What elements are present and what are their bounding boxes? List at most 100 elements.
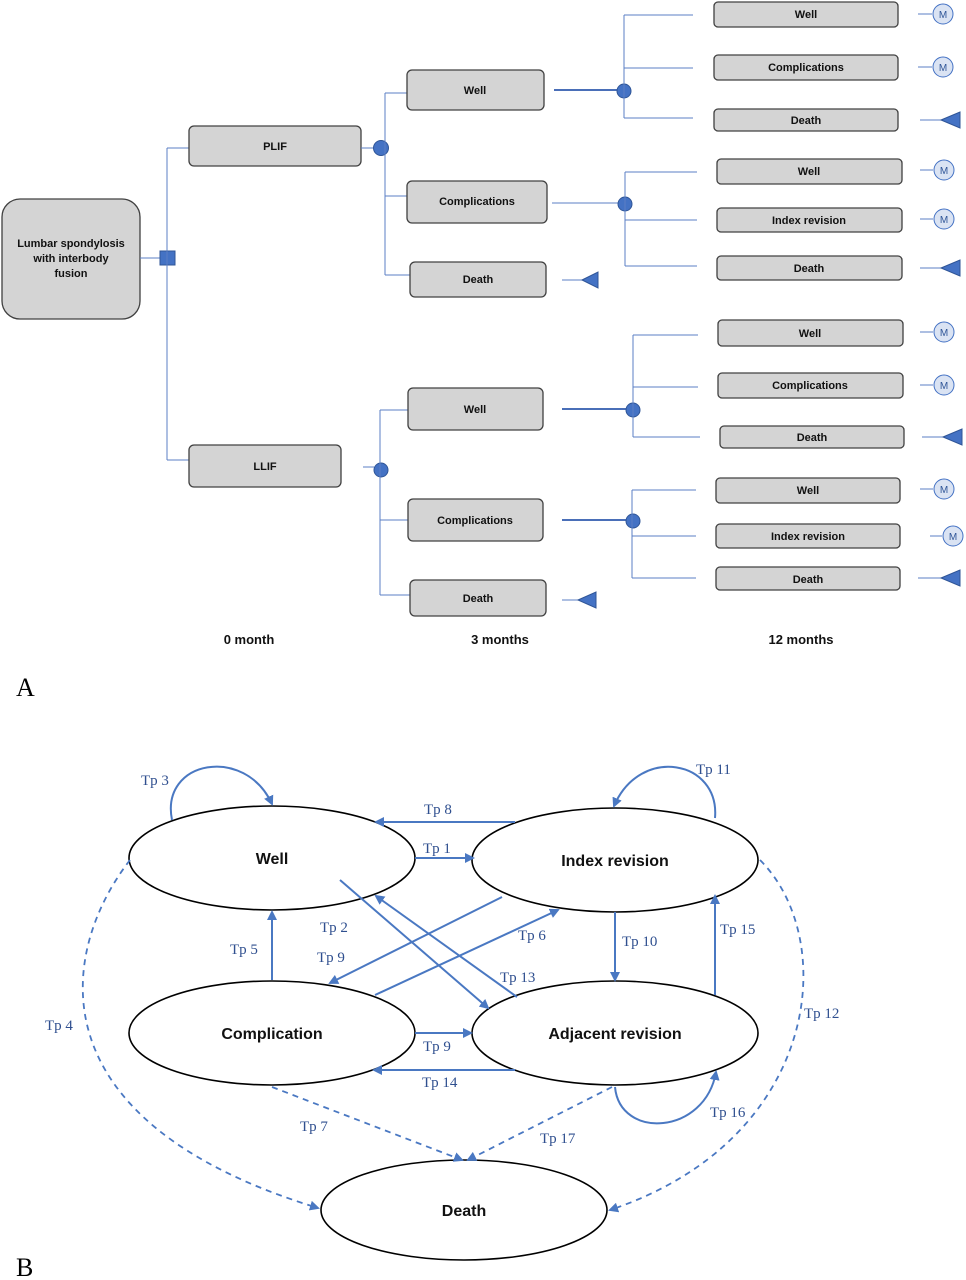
plif-3m-complications-label: Complications [439,196,515,208]
markov-symbol: M [949,532,957,543]
llif-3m-well-label: Well [464,404,486,416]
root-label-line3: fusion [55,268,88,280]
arrow-tp11 [612,765,717,819]
decision-tree-panel: Lumbar spondylosis with interbody fusion… [1,1,964,702]
outcome-box [713,54,899,81]
outcome-box [716,158,903,185]
outcome-label: Death [791,115,822,127]
strategy-llif [188,444,342,488]
outcome-label: Well [795,9,817,21]
terminal-node [939,259,961,277]
arrow-tp17 [466,1086,613,1161]
outcome-label: Complications [768,62,844,74]
time-label-3m: 3 months [471,632,529,647]
tp-label: Tp 16 [710,1105,746,1121]
outcome-label: Index revision [772,215,846,227]
llif-3m-complications-label: Complications [437,515,513,527]
markov-node [933,321,955,343]
strategy-plif [188,125,362,167]
arrow-tp2 [339,879,490,1010]
tp-label: Tp 17 [540,1131,576,1147]
markov-node [932,3,954,25]
root-label-line2: with interbody [32,253,109,265]
markov-symbol: M [939,63,947,74]
arrow-tp4 [82,859,320,1211]
markov-state-panel: Well Index revision Complication Adjacen… [16,762,839,1280]
root-node [1,198,141,320]
markov-node [933,159,955,181]
llif-3m-complications [407,498,544,542]
state-death-label: Death [442,1203,486,1220]
outcome-box [717,319,904,347]
tp-label: Tp 2 [320,920,348,936]
tp-label: Tp 13 [500,970,535,986]
terminal-node [576,591,597,609]
tp-label: Tp 10 [622,934,657,950]
plif-3m-death [409,261,547,298]
tp-label: Tp 11 [696,762,731,778]
markov-symbol: M [940,328,948,339]
outcome-label: Death [797,432,828,444]
outcome-label: Complications [772,380,848,392]
terminal-node [580,271,599,289]
outcome-box [716,207,903,233]
chance-node [373,140,389,156]
tp-label: Tp 4 [45,1018,73,1034]
outcome-label: Well [799,328,821,340]
outcome-label: Well [798,166,820,178]
plif-3m-complications [406,180,548,224]
markov-node [933,374,955,396]
markov-symbol: M [940,215,948,226]
arrow-tp12 [608,859,805,1213]
tp-label: Tp 8 [424,802,452,818]
markov-node [942,525,964,547]
terminal-node [939,569,961,587]
markov-symbol: M [940,166,948,177]
state-adjacent-revision-label: Adjacent revision [548,1026,681,1043]
outcome-box [719,425,905,449]
panel-b-letter: B [16,1253,33,1280]
state-death [320,1159,608,1261]
panel-a-letter: A [16,673,35,702]
tp-label: Tp 5 [230,942,258,958]
arrow-tp16 [614,1070,720,1125]
outcome-box [715,477,901,504]
arrow-tp13 [374,894,518,998]
state-well-label: Well [256,851,289,868]
markov-symbol: M [939,10,947,21]
state-index-revision-label: Index revision [561,853,669,870]
markov-node [933,208,955,230]
outcome-box [716,255,903,281]
tp-label: Tp 3 [141,773,169,789]
tp-label: Tp 7 [300,1119,328,1135]
state-complication-label: Complication [221,1026,322,1043]
strategy-llif-label: LLIF [253,461,276,473]
tp-label: Tp 6 [518,928,546,944]
chance-node [625,513,641,529]
arrow-tp6 [374,908,560,996]
terminal-node [941,428,963,446]
tp-label: Tp 14 [422,1075,458,1091]
outcome-box [715,523,901,549]
time-label-0m: 0 month [224,632,275,647]
time-label-12m: 12 months [768,632,833,647]
tp-label: Tp 9 [317,950,345,966]
llif-3m-death [409,579,547,617]
tp-label: Tp 15 [720,922,755,938]
arrow-tp9-diagonal [328,896,503,984]
markov-symbol: M [940,485,948,496]
outcome-label: Death [793,574,824,586]
outcome-box [713,108,899,132]
outcome-label: Well [797,485,819,497]
root-label-line1: Lumbar spondylosis [17,238,125,250]
arrow-tp3 [169,765,274,821]
tp-label: Tp 12 [804,1006,839,1022]
outcome-box [715,566,901,591]
markov-node [932,56,954,78]
outcome-label: Index revision [771,531,845,543]
llif-3m-death-label: Death [463,593,494,605]
markov-symbol: M [940,381,948,392]
plif-3m-well-label: Well [464,85,486,97]
markov-node [933,478,955,500]
